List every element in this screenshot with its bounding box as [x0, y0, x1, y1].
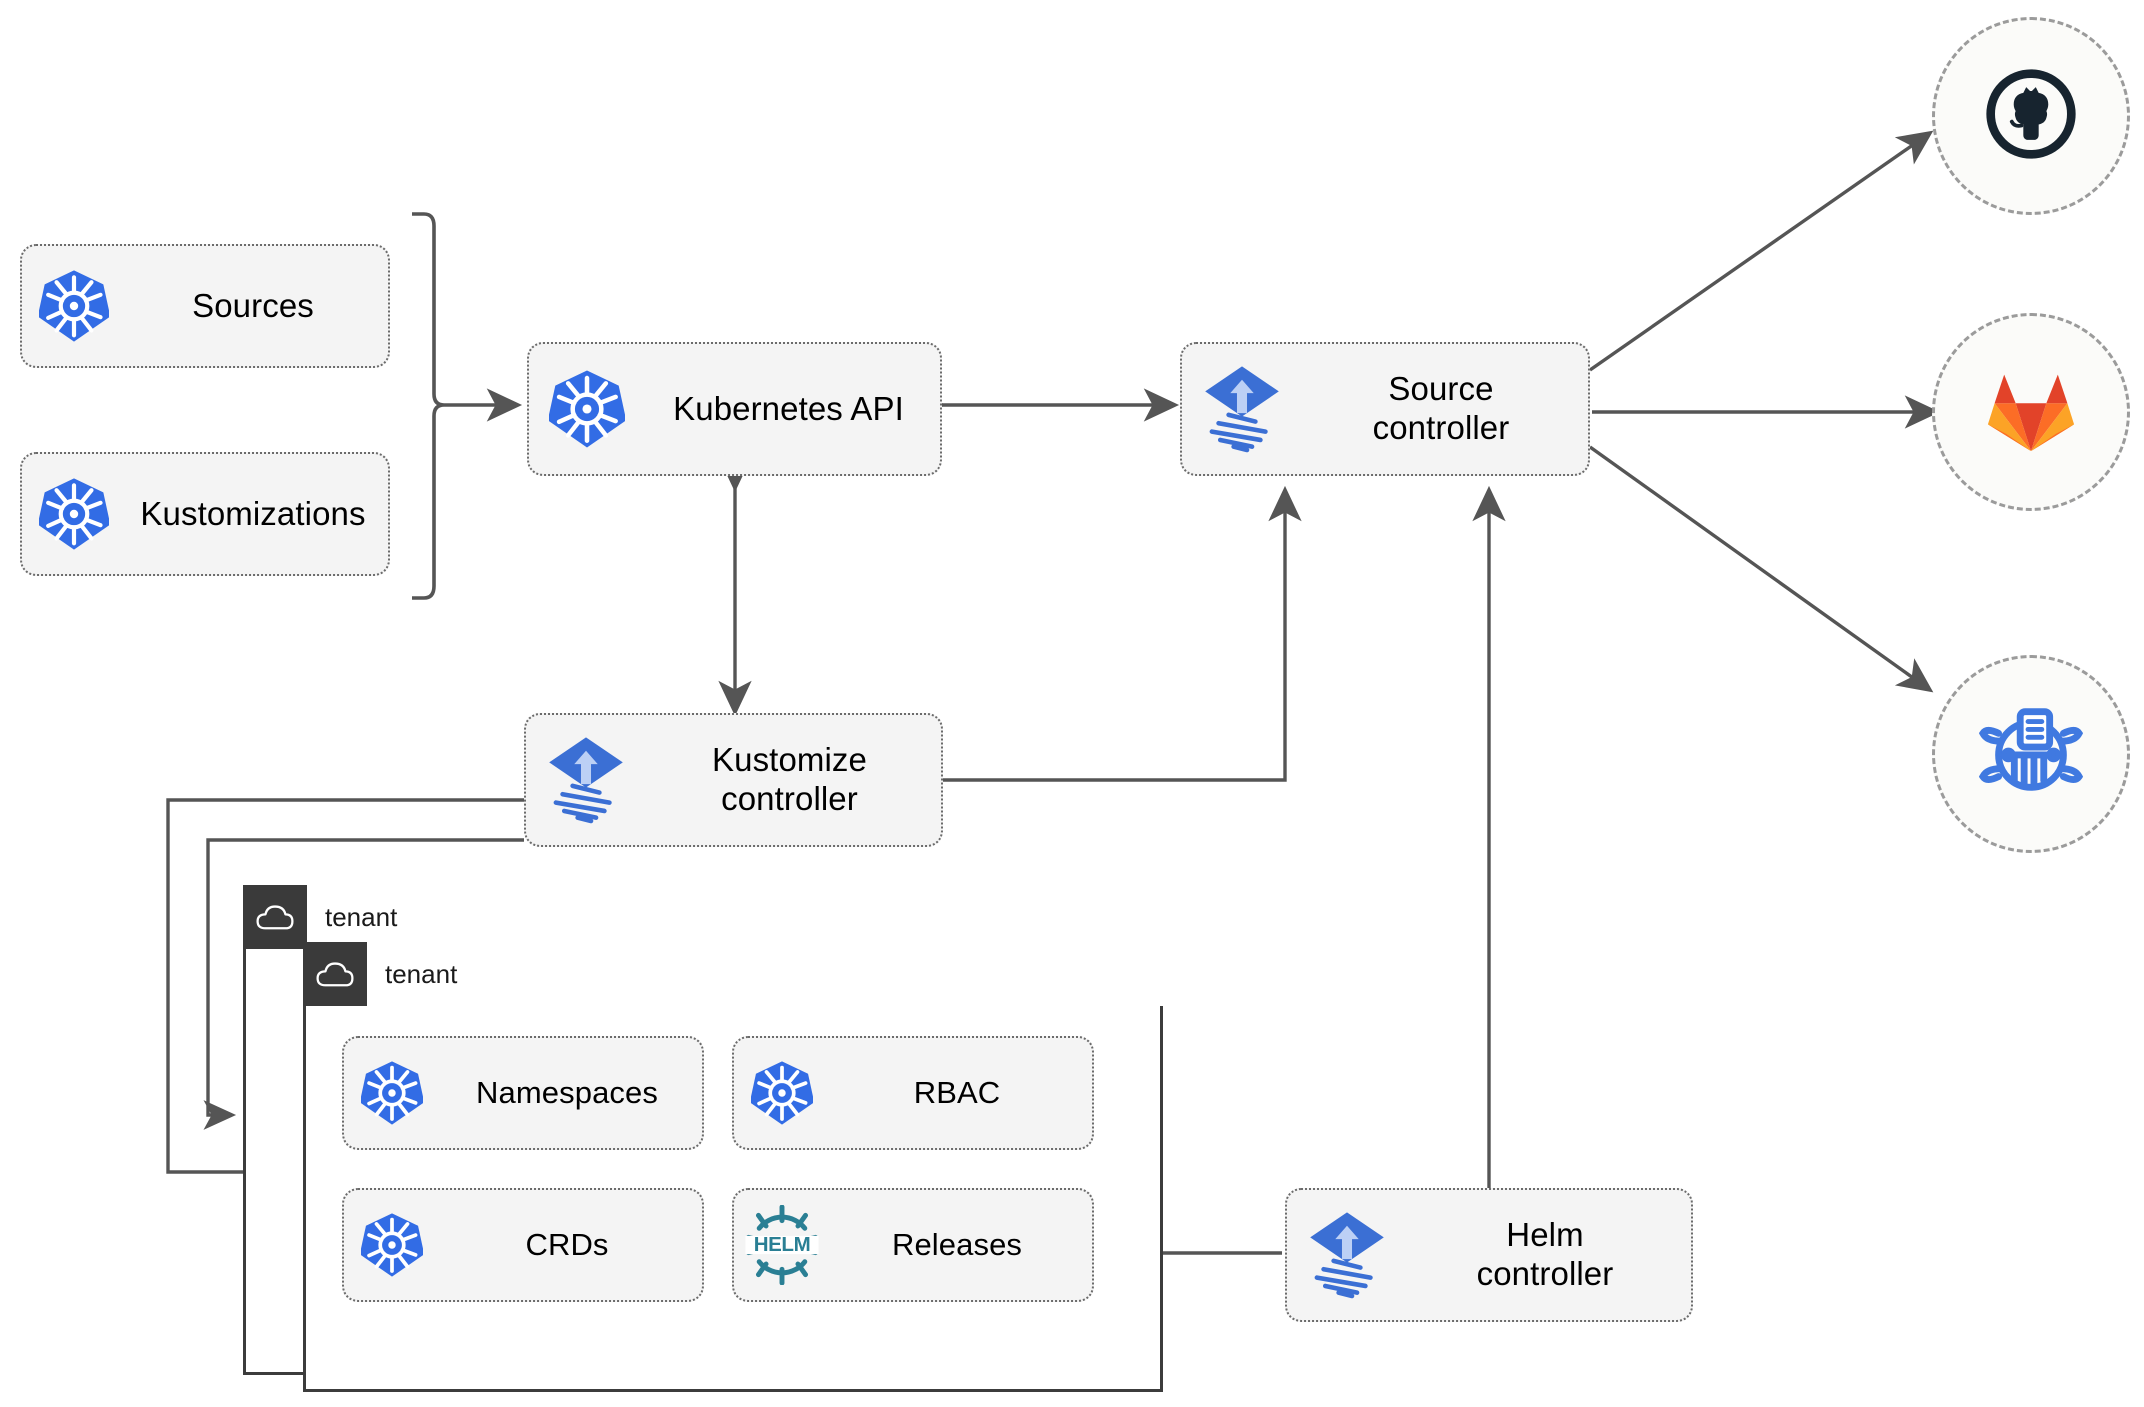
- tenant-label: tenant: [385, 958, 458, 989]
- helm-repository-icon: [1977, 698, 2085, 811]
- card-releases-label: Releases: [891, 1226, 1023, 1262]
- flux-icon: [526, 734, 646, 826]
- cloud-icon: [303, 942, 367, 1006]
- node-helm-controller[interactable]: Helm controller: [1285, 1188, 1693, 1322]
- kubernetes-icon: [734, 1059, 830, 1127]
- card-crds[interactable]: CRDs: [342, 1188, 704, 1302]
- card-rbac-label: RBAC: [913, 1074, 1001, 1110]
- kubernetes-icon: [529, 369, 645, 449]
- repo-github[interactable]: [1932, 17, 2130, 215]
- flux-icon: [1182, 363, 1302, 455]
- node-kustomize-controller[interactable]: Kustomize controller: [524, 713, 943, 847]
- gitlab-icon: [1981, 365, 2081, 460]
- tenant-title-bar: tenant: [303, 942, 457, 1006]
- repo-helm-repository[interactable]: [1932, 655, 2130, 853]
- card-rbac[interactable]: RBAC: [732, 1036, 1094, 1150]
- tenant-label: tenant: [325, 901, 398, 932]
- kubernetes-icon: [344, 1211, 440, 1279]
- node-kustomizations-label: Kustomizations: [140, 494, 366, 532]
- node-kubernetes-api-label: Kubernetes API: [673, 389, 904, 427]
- tenant-title-bar: tenant: [243, 885, 397, 949]
- helm-icon: HELM: [734, 1205, 830, 1285]
- svg-text:HELM: HELM: [754, 1233, 811, 1256]
- node-kustomizations[interactable]: Kustomizations: [20, 452, 390, 576]
- card-crds-label: CRDs: [525, 1226, 609, 1262]
- node-source-controller[interactable]: Source controller: [1180, 342, 1590, 476]
- node-sources-label: Sources: [192, 286, 314, 324]
- kubernetes-icon: [22, 269, 126, 343]
- card-namespaces-label: Namespaces: [476, 1074, 658, 1110]
- node-helm-controller-label: Helm controller: [1476, 1216, 1614, 1292]
- node-sources[interactable]: Sources: [20, 244, 390, 368]
- flux-icon: [1287, 1209, 1407, 1301]
- cloud-icon: [243, 885, 307, 949]
- card-namespaces[interactable]: Namespaces: [342, 1036, 704, 1150]
- github-icon: [1983, 66, 2079, 167]
- kubernetes-icon: [344, 1059, 440, 1127]
- node-kustomize-controller-label: Kustomize controller: [712, 741, 867, 817]
- repo-gitlab[interactable]: [1932, 313, 2130, 511]
- node-source-controller-label: Source controller: [1372, 370, 1510, 446]
- tenant-box-inner: tenant: [303, 942, 1167, 1392]
- kubernetes-icon: [22, 477, 126, 551]
- card-releases[interactable]: HELM Releases: [732, 1188, 1094, 1302]
- node-kubernetes-api[interactable]: Kubernetes API: [527, 342, 942, 476]
